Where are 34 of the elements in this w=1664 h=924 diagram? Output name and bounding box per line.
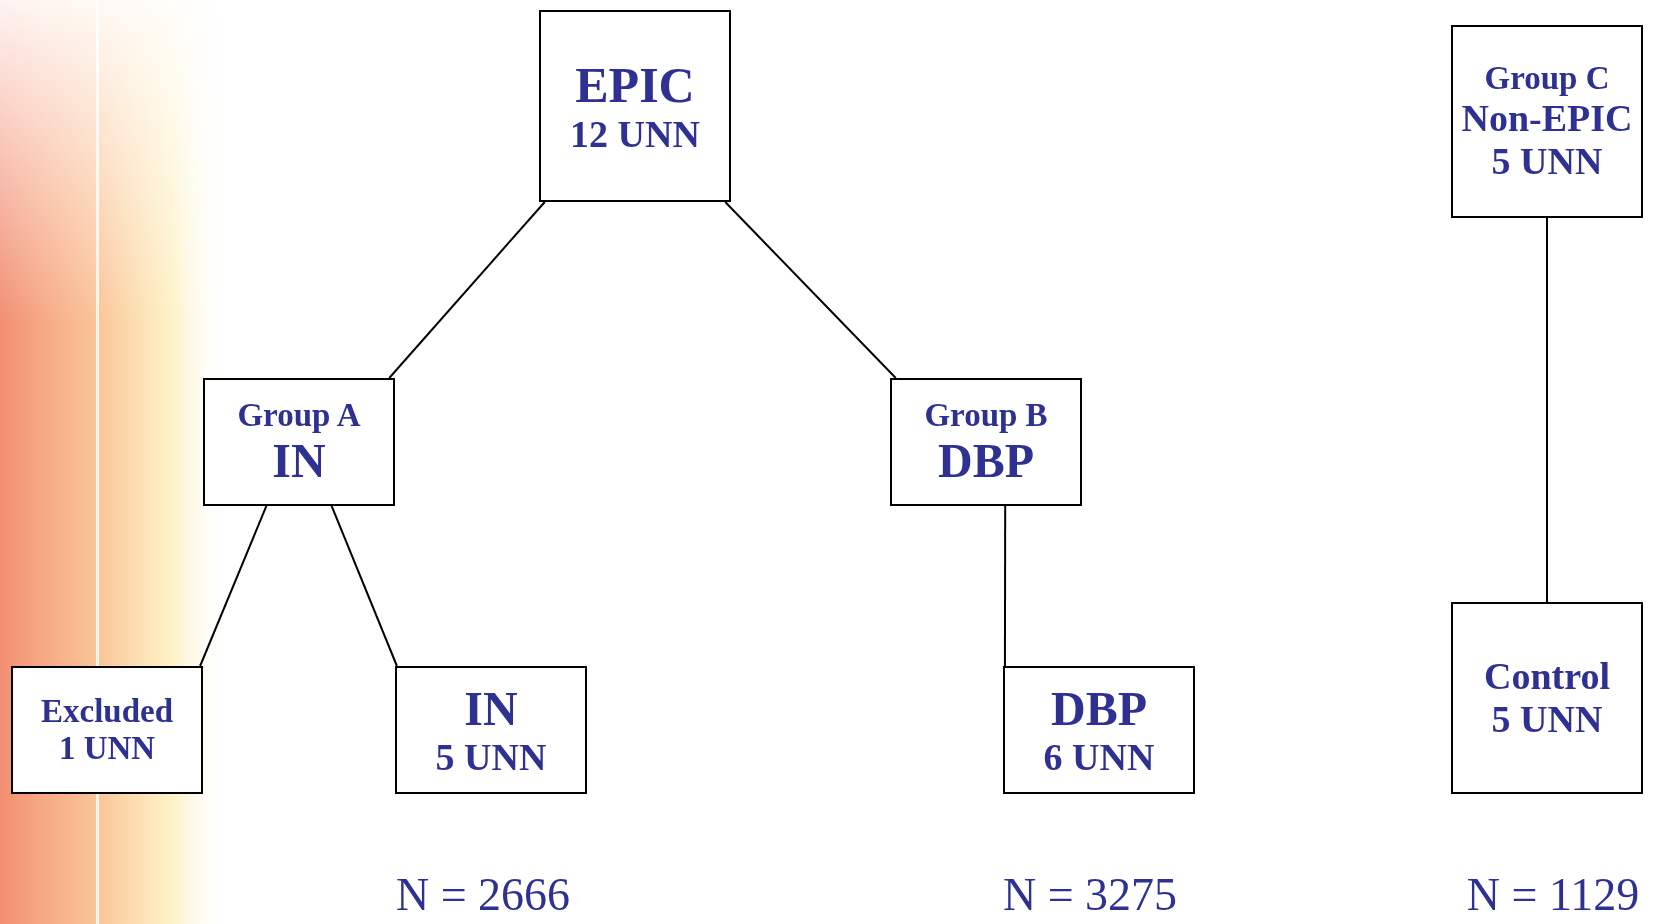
node-label: Group B xyxy=(924,396,1048,434)
connector-line xyxy=(724,201,897,379)
sample-size-label: N = 1129 xyxy=(1466,872,1640,918)
node-label: 5 UNN xyxy=(435,735,547,779)
connector-line xyxy=(1003,505,1007,667)
node-label: 12 UNN xyxy=(570,112,700,156)
sample-size-label: N = 2666 xyxy=(395,872,571,918)
sample-size-label: N = 3275 xyxy=(1002,872,1178,918)
node-label: Excluded xyxy=(40,693,173,730)
node-label: 5 UNN xyxy=(1491,139,1603,183)
process-box xyxy=(890,378,1082,506)
connector-line xyxy=(199,505,268,667)
node-label: Group C xyxy=(1484,60,1610,98)
node-label: Non-EPIC xyxy=(1461,97,1633,140)
node-label: 1 UNN xyxy=(58,730,156,767)
process-box xyxy=(11,666,203,794)
node-label: 6 UNN xyxy=(1043,735,1155,779)
node-label: IN xyxy=(272,433,326,488)
node-label: Group A xyxy=(237,396,361,434)
process-box xyxy=(203,378,395,506)
process-box xyxy=(1451,25,1643,218)
process-box xyxy=(395,666,587,794)
process-box xyxy=(1003,666,1195,794)
node-label: DBP xyxy=(938,433,1034,488)
node-label: DBP xyxy=(1051,681,1147,736)
node-label: EPIC xyxy=(575,56,695,113)
process-box xyxy=(1451,602,1643,794)
connector-line xyxy=(1546,217,1548,603)
process-box xyxy=(539,10,731,202)
connector-line xyxy=(330,505,398,667)
node-label: Control xyxy=(1484,655,1610,698)
connector-line xyxy=(388,201,546,379)
node-label: IN xyxy=(464,681,518,736)
node-label: 5 UNN xyxy=(1491,698,1603,741)
